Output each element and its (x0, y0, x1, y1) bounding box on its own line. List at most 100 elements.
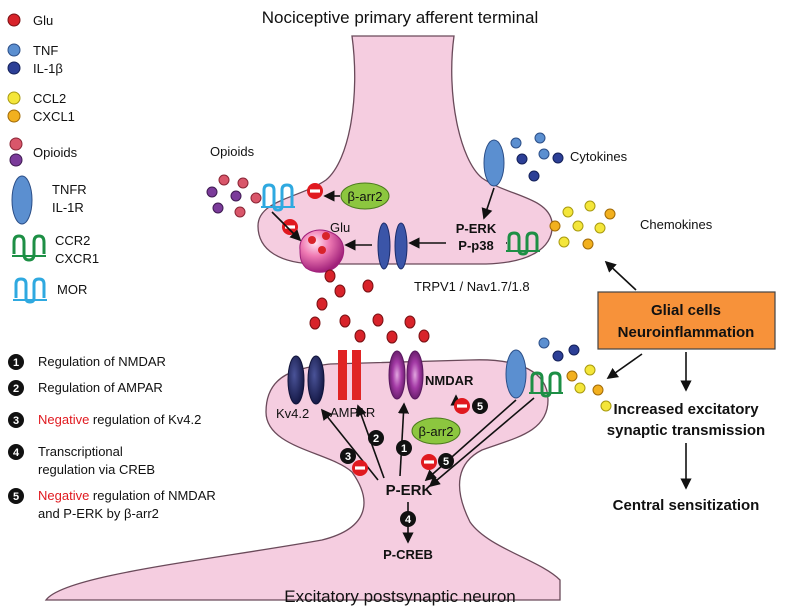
released-glutamate (309, 269, 430, 344)
arrow-glial-to-post-chemokines (606, 353, 643, 379)
key-badge-2: 2 (8, 380, 24, 396)
cytokine-dot (538, 337, 550, 349)
legend-tnf-label: TNF (33, 43, 58, 58)
svg-text:4: 4 (405, 514, 412, 526)
cytokine-dot (552, 152, 564, 164)
presynaptic-title: Nociceptive primary afferent terminal (262, 8, 539, 27)
svg-text:4: 4 (13, 447, 20, 459)
legend-il1b-label: IL-1β (33, 61, 63, 76)
legend-ccr2-label: CCR2 (55, 233, 90, 248)
presynaptic-terminal (257, 35, 553, 265)
opioid-dot (206, 186, 218, 198)
chemokine-dot (594, 222, 606, 234)
svg-text:1: 1 (13, 357, 19, 369)
arrow-opioids-to-vesicle (271, 211, 302, 242)
svg-text:1: 1 (401, 443, 407, 455)
legend-tnfr-icon (11, 175, 33, 225)
key-badge-3: 3 (8, 412, 24, 428)
ccr2-receptor-pre (507, 231, 539, 256)
opioids-label: Opioids (210, 144, 255, 159)
tnfr-receptor-pre (483, 139, 505, 187)
glial-box (597, 291, 776, 350)
opioid-cluster (206, 174, 262, 218)
ccr2-receptor-post (530, 371, 562, 398)
chemokine-dot (566, 370, 578, 382)
barr2-post (411, 417, 461, 445)
postsynaptic-title: Excitatory postsynaptic neuron (284, 587, 516, 606)
marker-2: 2 (368, 430, 384, 446)
legend-opioid-purple-dot (9, 153, 23, 167)
ampar-label: AMPAR (330, 405, 375, 420)
glial-line1: Glial cells (651, 302, 721, 319)
chemokine-cluster (549, 200, 616, 250)
mor-receptor (262, 183, 294, 212)
glu-dot (354, 329, 366, 343)
legend-tnf-dot (7, 43, 21, 57)
legend: Glu TNF IL-1β CCL2 CXCL1 Opioids TNFR IL… (7, 13, 99, 304)
svg-text:2: 2 (13, 383, 19, 395)
chemokine-dot (562, 206, 574, 218)
glu-dot (362, 279, 374, 293)
glial-line2: Neuroinflammation (618, 324, 755, 341)
increased-line2: synaptic transmission (607, 422, 765, 439)
arrow-perk-to-nmdar (397, 402, 410, 477)
key-badge-1: 1 (8, 354, 24, 370)
key-text-3: Negative regulation of Kv4.2 (38, 412, 201, 427)
kv42-channel (307, 355, 325, 405)
cytokine-dot (528, 170, 540, 182)
nmdar-channel (388, 350, 406, 400)
arrow-glial-to-chemokines (604, 260, 637, 291)
cytokine-dot (510, 137, 522, 149)
glu-dot (372, 313, 384, 327)
glu-dot (316, 297, 328, 311)
marker-4: 4 (400, 511, 416, 527)
opioid-dot (234, 206, 246, 218)
key-badge-4: 4 (8, 444, 24, 460)
chemokine-dot (558, 236, 570, 248)
legend-mor-label: MOR (57, 282, 87, 297)
key-text-4: Transcriptional (38, 444, 123, 459)
barr2-pre (340, 182, 390, 210)
kv42-label: Kv4.2 (276, 406, 309, 421)
legend-glu-dot (7, 13, 21, 27)
increased-line1: Increased excitatory (613, 401, 759, 418)
chemokine-dot (572, 220, 584, 232)
key-badge-5: 5 (8, 488, 24, 504)
svg-text:3: 3 (13, 415, 19, 427)
pcreb-label: P-CREB (383, 547, 433, 562)
opioid-dot (212, 202, 224, 214)
cytokine-dot (552, 350, 564, 362)
tnfr-receptor-post (505, 349, 527, 399)
inhibit-marker (454, 398, 470, 414)
svg-text:3: 3 (345, 451, 351, 463)
key-text-2: Regulation of AMPAR (38, 380, 163, 395)
glu-dot (339, 314, 351, 328)
channels-label: TRPV1 / Nav1.7/1.8 (414, 279, 530, 294)
key-text2-4: regulation via CREB (38, 462, 155, 477)
marker-5: 5 (472, 398, 488, 414)
glu-dot (309, 316, 321, 330)
legend-ccl2-dot (7, 91, 21, 105)
legend-il1b-dot (7, 61, 21, 75)
arrow-ccr2-to-perk-post (428, 397, 535, 488)
marker-3: 3 (340, 448, 356, 464)
cytokine-dot (568, 344, 580, 356)
glu-dot (322, 232, 330, 240)
glu-dot (308, 236, 316, 244)
legend-ccr2-icon (12, 234, 46, 262)
glu-dot (404, 315, 416, 329)
opioid-dot (218, 174, 230, 186)
legend-cxcr1-label: CXCR1 (55, 251, 99, 266)
legend-mor-icon (14, 277, 46, 304)
legend-glu-label: Glu (33, 13, 53, 28)
chemokine-dot (592, 384, 604, 396)
central-sensitization: Central sensitization (613, 497, 760, 514)
arrow-perk-to-kv42 (320, 408, 379, 481)
svg-text:2: 2 (373, 433, 379, 445)
chemokine-dot (549, 220, 561, 232)
glu-dot (334, 284, 346, 298)
postsynaptic-neuron (44, 359, 561, 601)
opioid-dot (250, 192, 262, 204)
